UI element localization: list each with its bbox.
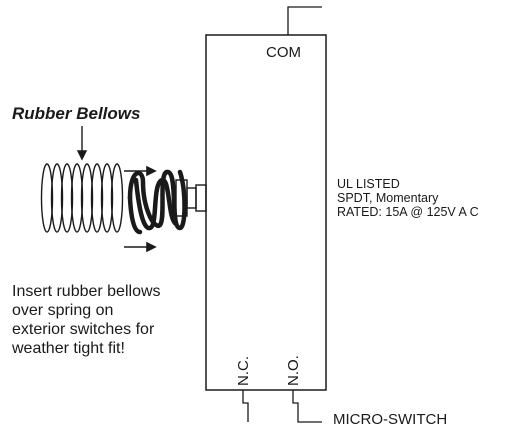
insert-direction-arrows [124, 165, 157, 253]
micro-switch-label: MICRO-SWITCH [333, 411, 448, 428]
instruction-note: Insert rubber bellows over spring on ext… [12, 282, 161, 358]
note-line-2: over spring on [12, 302, 114, 319]
coil-spring [127, 169, 187, 235]
switch-body [205, 34, 327, 391]
note-line-3: exterior switches for [12, 321, 155, 338]
rubber-bellows-shape [40, 163, 124, 233]
nc-terminal-label: N.C. [235, 356, 252, 386]
no-terminal-label: N.O. [285, 355, 302, 386]
ratings-block: UL LISTED SPDT, Momentary RATED: 15A @ 1… [337, 177, 479, 219]
com-label: COM [266, 44, 301, 61]
note-line-4: weather tight fit! [12, 340, 125, 357]
rubber-bellows-label: Rubber Bellows [12, 104, 141, 123]
note-line-1: Insert rubber bellows [12, 283, 161, 300]
rating-line-3: RATED: 15A @ 125V A C [337, 205, 479, 219]
rating-line-1: UL LISTED [337, 177, 400, 191]
plunger-actuator [175, 179, 207, 217]
rating-line-2: SPDT, Momentary [337, 191, 439, 205]
com-terminal-wire [287, 6, 322, 35]
bellows-pointer-arrow [76, 126, 88, 161]
nc-terminal-wire [242, 390, 249, 422]
no-terminal-wire [292, 390, 322, 423]
